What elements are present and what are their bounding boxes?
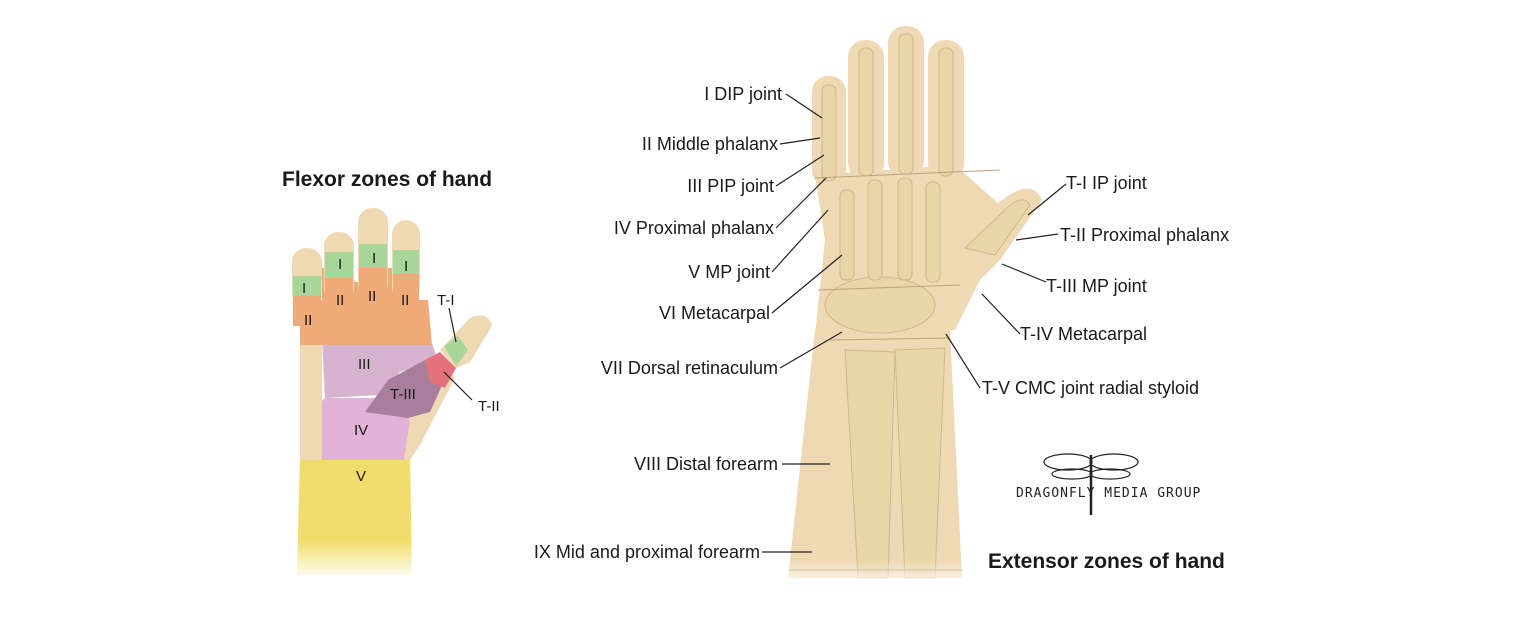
- extensor-label-zone-ix: IX Mid and proximal forearm: [533, 542, 760, 562]
- flexor-zone-i-label-4: I: [404, 258, 409, 275]
- flexor-zone-t-i-label: T-I: [437, 292, 455, 309]
- extensor-label-zone-t-v: T-V CMC joint radial styloid: [982, 378, 1200, 398]
- flexor-zone-iii-label: III: [358, 356, 371, 373]
- flexor-zone-ii-label-3: II: [368, 288, 377, 305]
- extensor-label-zone-ii: II Middle phalanx: [641, 134, 778, 154]
- flexor-zone-ii-label-1: II: [304, 312, 313, 329]
- dragonfly-logo-icon: [1043, 453, 1139, 515]
- extensor-label-zone-vii: VII Dorsal retinaculum: [600, 358, 778, 378]
- zone-t-iii-region: [365, 360, 448, 418]
- flexor-zone-t-ii-label: T-II: [478, 398, 500, 415]
- extensor-label-zone-v: V MP joint: [688, 262, 770, 282]
- extensor-label-zone-t-iv: T-IV Metacarpal: [1020, 324, 1148, 344]
- zone-i-region-3: [359, 244, 387, 268]
- flexor-zone-v-label: V: [356, 468, 367, 485]
- zone-i-region-2: [325, 252, 353, 278]
- zone-i-region-4: [393, 250, 419, 274]
- flexor-zone-t-iii-label: T-III: [390, 386, 416, 403]
- flexor-zone-iv-label: IV: [354, 422, 369, 439]
- extensor-label-zone-t-iii: T-III MP joint: [1046, 276, 1147, 296]
- extensor-label-zone-vi: VI Metacarpal: [658, 303, 770, 323]
- flexor-zone-i-label-1: I: [302, 280, 307, 297]
- extensor-label-zone-i: I DIP joint: [704, 84, 782, 104]
- extensor-label-zone-t-i: T-I IP joint: [1066, 173, 1147, 193]
- zone-iii-region: [322, 338, 438, 398]
- extensor-title: Extensor zones of hand: [988, 550, 1225, 573]
- extensor-label-zone-t-ii: T-II Proximal phalanx: [1060, 225, 1230, 245]
- extensor-label-zone-iii: III PIP joint: [687, 176, 774, 196]
- zone-t-i-region: [444, 336, 468, 366]
- flexor-title: Flexor zones of hand: [282, 168, 493, 191]
- flexor-zone-i-label-2: I: [338, 256, 343, 273]
- flexor-zone-ii-label-2: II: [336, 292, 345, 309]
- extensor-label-zone-iv: IV Proximal phalanx: [613, 218, 774, 238]
- flexor-zone-i-label-3: I: [372, 250, 377, 267]
- zone-i-region-1: [293, 276, 321, 296]
- brand-logo-text: DRAGONFLY MEDIA GROUP: [1016, 486, 1202, 501]
- extensor-label-zone-viii: VIII Distal forearm: [633, 454, 778, 474]
- zone-t-ii-region: [425, 352, 456, 388]
- flexor-zone-ii-label-4: II: [401, 292, 410, 309]
